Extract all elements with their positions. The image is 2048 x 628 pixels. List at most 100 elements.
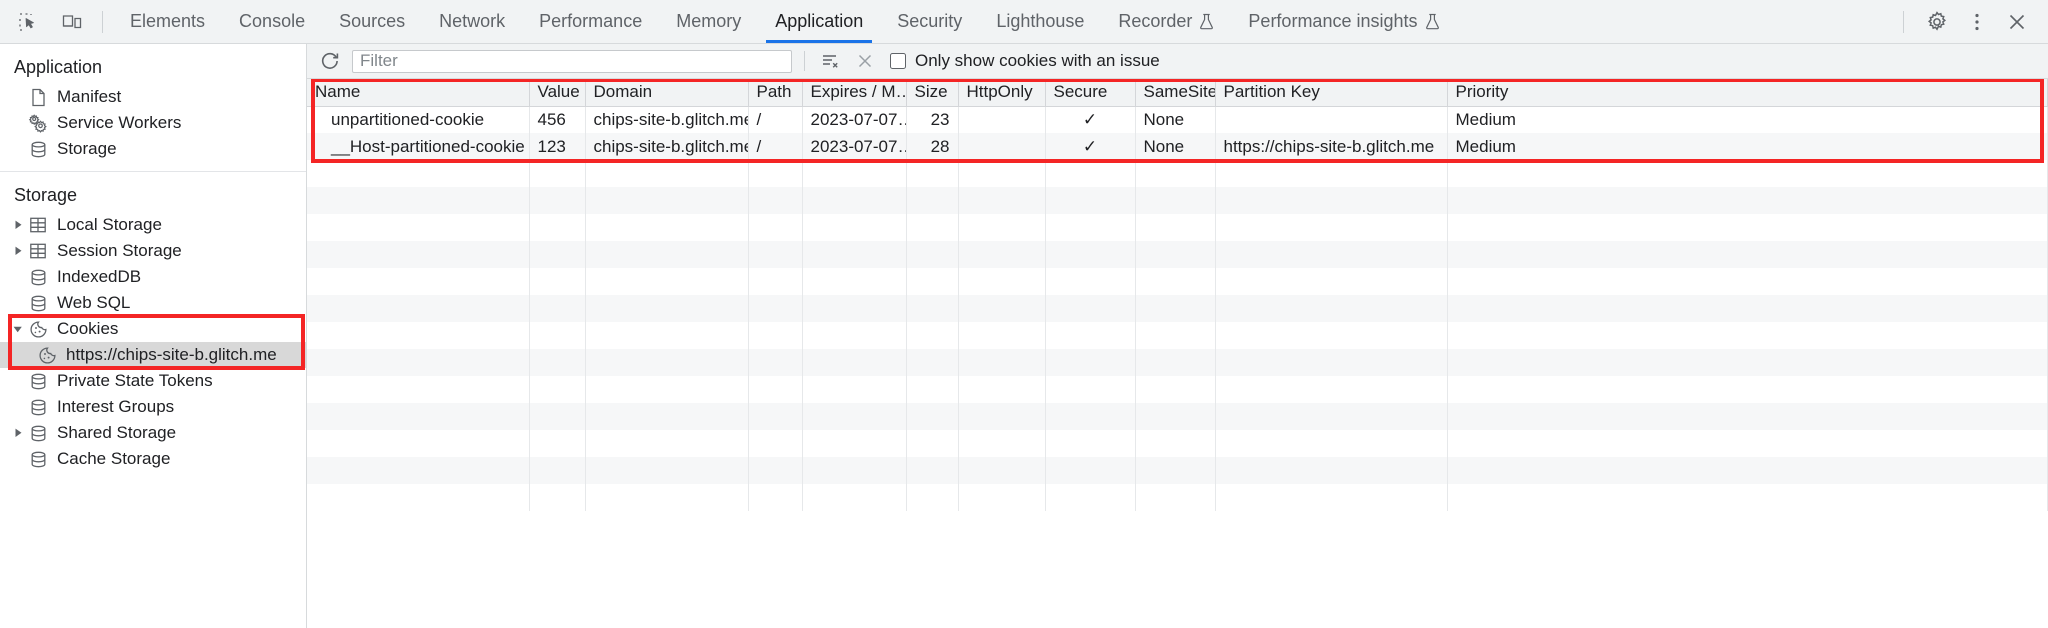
application-sidebar: Application Manifest: [0, 44, 307, 628]
tab-bar-right-icons: [1893, 0, 2048, 43]
only-show-issues-checkbox[interactable]: Only show cookies with an issue: [890, 51, 1160, 71]
clear-all-cookies-icon[interactable]: [817, 48, 843, 74]
column-header-path[interactable]: Path: [748, 79, 803, 107]
table-row[interactable]: __Host-partitioned-cookie 123 chips-site…: [307, 133, 2048, 160]
chevron-right-icon[interactable]: [9, 242, 27, 260]
tab-label: Network: [439, 11, 506, 31]
cookie-icon: [27, 318, 49, 340]
tab-console[interactable]: Console: [222, 0, 322, 43]
tab-label: Security: [897, 11, 963, 31]
empty-row: [307, 349, 2048, 376]
cell-secure: ✓: [1045, 106, 1136, 133]
sidebar-item-manifest[interactable]: Manifest: [0, 84, 306, 110]
column-header-partition-key[interactable]: Partition Key: [1215, 79, 1448, 107]
empty-row: [307, 268, 2048, 295]
chevron-right-icon[interactable]: [9, 216, 27, 234]
tab-network[interactable]: Network: [422, 0, 522, 43]
tab-bar-divider: [102, 10, 103, 33]
empty-row: [307, 187, 2048, 214]
table-row[interactable]: unpartitioned-cookie 456 chips-site-b.gl…: [307, 106, 2048, 133]
sidebar-item-local-storage[interactable]: Local Storage: [0, 212, 306, 238]
cell-name: __Host-partitioned-cookie: [307, 133, 530, 160]
sidebar-item-session-storage[interactable]: Session Storage: [0, 238, 306, 264]
column-header-name[interactable]: Name: [307, 79, 530, 107]
sidebar-item-label: Storage: [57, 139, 117, 158]
sidebar-item-label: IndexedDB: [57, 267, 142, 286]
delete-selected-cookie-icon[interactable]: [852, 48, 878, 74]
column-header-samesite[interactable]: SameSite: [1135, 79, 1216, 107]
storage-database-icon: [27, 422, 49, 444]
chevron-down-icon[interactable]: [9, 320, 27, 338]
tab-bar-left-icons: [0, 0, 92, 43]
sidebar-item-service-workers[interactable]: Service Workers: [0, 110, 306, 136]
column-header-priority[interactable]: Priority: [1447, 79, 2048, 107]
cell-value: 456: [529, 106, 586, 133]
devtools-tab-bar: Elements Console Sources Network Perform…: [0, 0, 2048, 44]
sidebar-section-title: Storage: [14, 185, 78, 205]
sidebar-item-cache-storage[interactable]: Cache Storage: [0, 446, 306, 472]
tab-elements[interactable]: Elements: [113, 0, 222, 43]
chevron-right-icon[interactable]: [9, 424, 27, 442]
empty-row: [307, 376, 2048, 403]
tab-application[interactable]: Application: [758, 0, 880, 43]
tab-label: Elements: [130, 11, 206, 31]
cell-httponly: [958, 133, 1046, 160]
tab-lighthouse[interactable]: Lighthouse: [979, 0, 1101, 43]
column-header-expires[interactable]: Expires / M…: [802, 79, 907, 107]
column-header-value[interactable]: Value: [529, 79, 586, 107]
sidebar-item-cookies[interactable]: Cookies: [0, 316, 306, 342]
sidebar-item-label: Private State Tokens: [57, 371, 213, 390]
sidebar-item-private-state-tokens[interactable]: Private State Tokens: [0, 368, 306, 394]
settings-gear-icon[interactable]: [1920, 5, 1954, 39]
table-grid-icon: [27, 214, 49, 236]
tab-label: Sources: [339, 11, 406, 31]
storage-database-icon: [27, 266, 49, 288]
tab-recorder[interactable]: Recorder: [1101, 0, 1231, 43]
inspect-element-icon[interactable]: [14, 8, 42, 36]
tab-label: Lighthouse: [996, 11, 1085, 31]
sidebar-item-label: Web SQL: [57, 293, 131, 312]
close-devtools-icon[interactable]: [2000, 5, 2034, 39]
empty-row: [307, 295, 2048, 322]
filter-input[interactable]: [352, 49, 792, 73]
sidebar-item-web-sql[interactable]: Web SQL: [0, 290, 306, 316]
column-header-size[interactable]: Size: [906, 79, 959, 107]
service-workers-gears-icon: [27, 112, 49, 134]
sidebar-item-indexeddb[interactable]: IndexedDB: [0, 264, 306, 290]
tab-memory[interactable]: Memory: [659, 0, 758, 43]
sidebar-item-shared-storage[interactable]: Shared Storage: [0, 420, 306, 446]
sidebar-item-label: Manifest: [57, 87, 122, 106]
tab-security[interactable]: Security: [880, 0, 979, 43]
sidebar-item-storage[interactable]: Storage: [0, 136, 306, 162]
sidebar-item-cookies-chips-site-b[interactable]: https://chips-site-b.glitch.me: [0, 342, 306, 368]
checkbox-box[interactable]: [890, 53, 906, 69]
column-header-domain[interactable]: Domain: [585, 79, 749, 107]
column-header-httponly[interactable]: HttpOnly: [958, 79, 1046, 107]
manifest-document-icon: [27, 86, 49, 108]
refresh-icon[interactable]: [317, 48, 343, 74]
cell-expires: 2023-07-07…: [802, 106, 907, 133]
sidebar-section-title: Application: [14, 57, 103, 77]
sidebar-section-application: Application Manifest: [0, 44, 306, 171]
tab-sources[interactable]: Sources: [322, 0, 422, 43]
tab-performance-insights[interactable]: Performance insights: [1231, 0, 1456, 43]
empty-row: [307, 484, 2048, 511]
tab-performance[interactable]: Performance: [522, 0, 659, 43]
storage-database-icon: [27, 370, 49, 392]
sidebar-item-label: Cookies: [57, 319, 119, 338]
cookies-toolbar: Only show cookies with an issue: [307, 44, 2048, 79]
more-options-icon[interactable]: [1960, 5, 1994, 39]
cookies-table: Name Value Domain Path Expires / M… Size…: [307, 79, 2048, 511]
table-header-row: Name Value Domain Path Expires / M… Size…: [307, 79, 2048, 107]
cell-secure: ✓: [1045, 133, 1136, 160]
sidebar-item-interest-groups[interactable]: Interest Groups: [0, 394, 306, 420]
storage-database-icon: [27, 292, 49, 314]
empty-row: [307, 430, 2048, 457]
cell-path: /: [748, 133, 803, 160]
column-header-secure[interactable]: Secure: [1045, 79, 1136, 107]
sidebar-item-label: Shared Storage: [57, 423, 177, 442]
device-toolbar-icon[interactable]: [58, 8, 86, 36]
cookies-table-container[interactable]: Name Value Domain Path Expires / M… Size…: [307, 79, 2048, 628]
cookies-panel: Only show cookies with an issue Name Val…: [307, 44, 2048, 628]
